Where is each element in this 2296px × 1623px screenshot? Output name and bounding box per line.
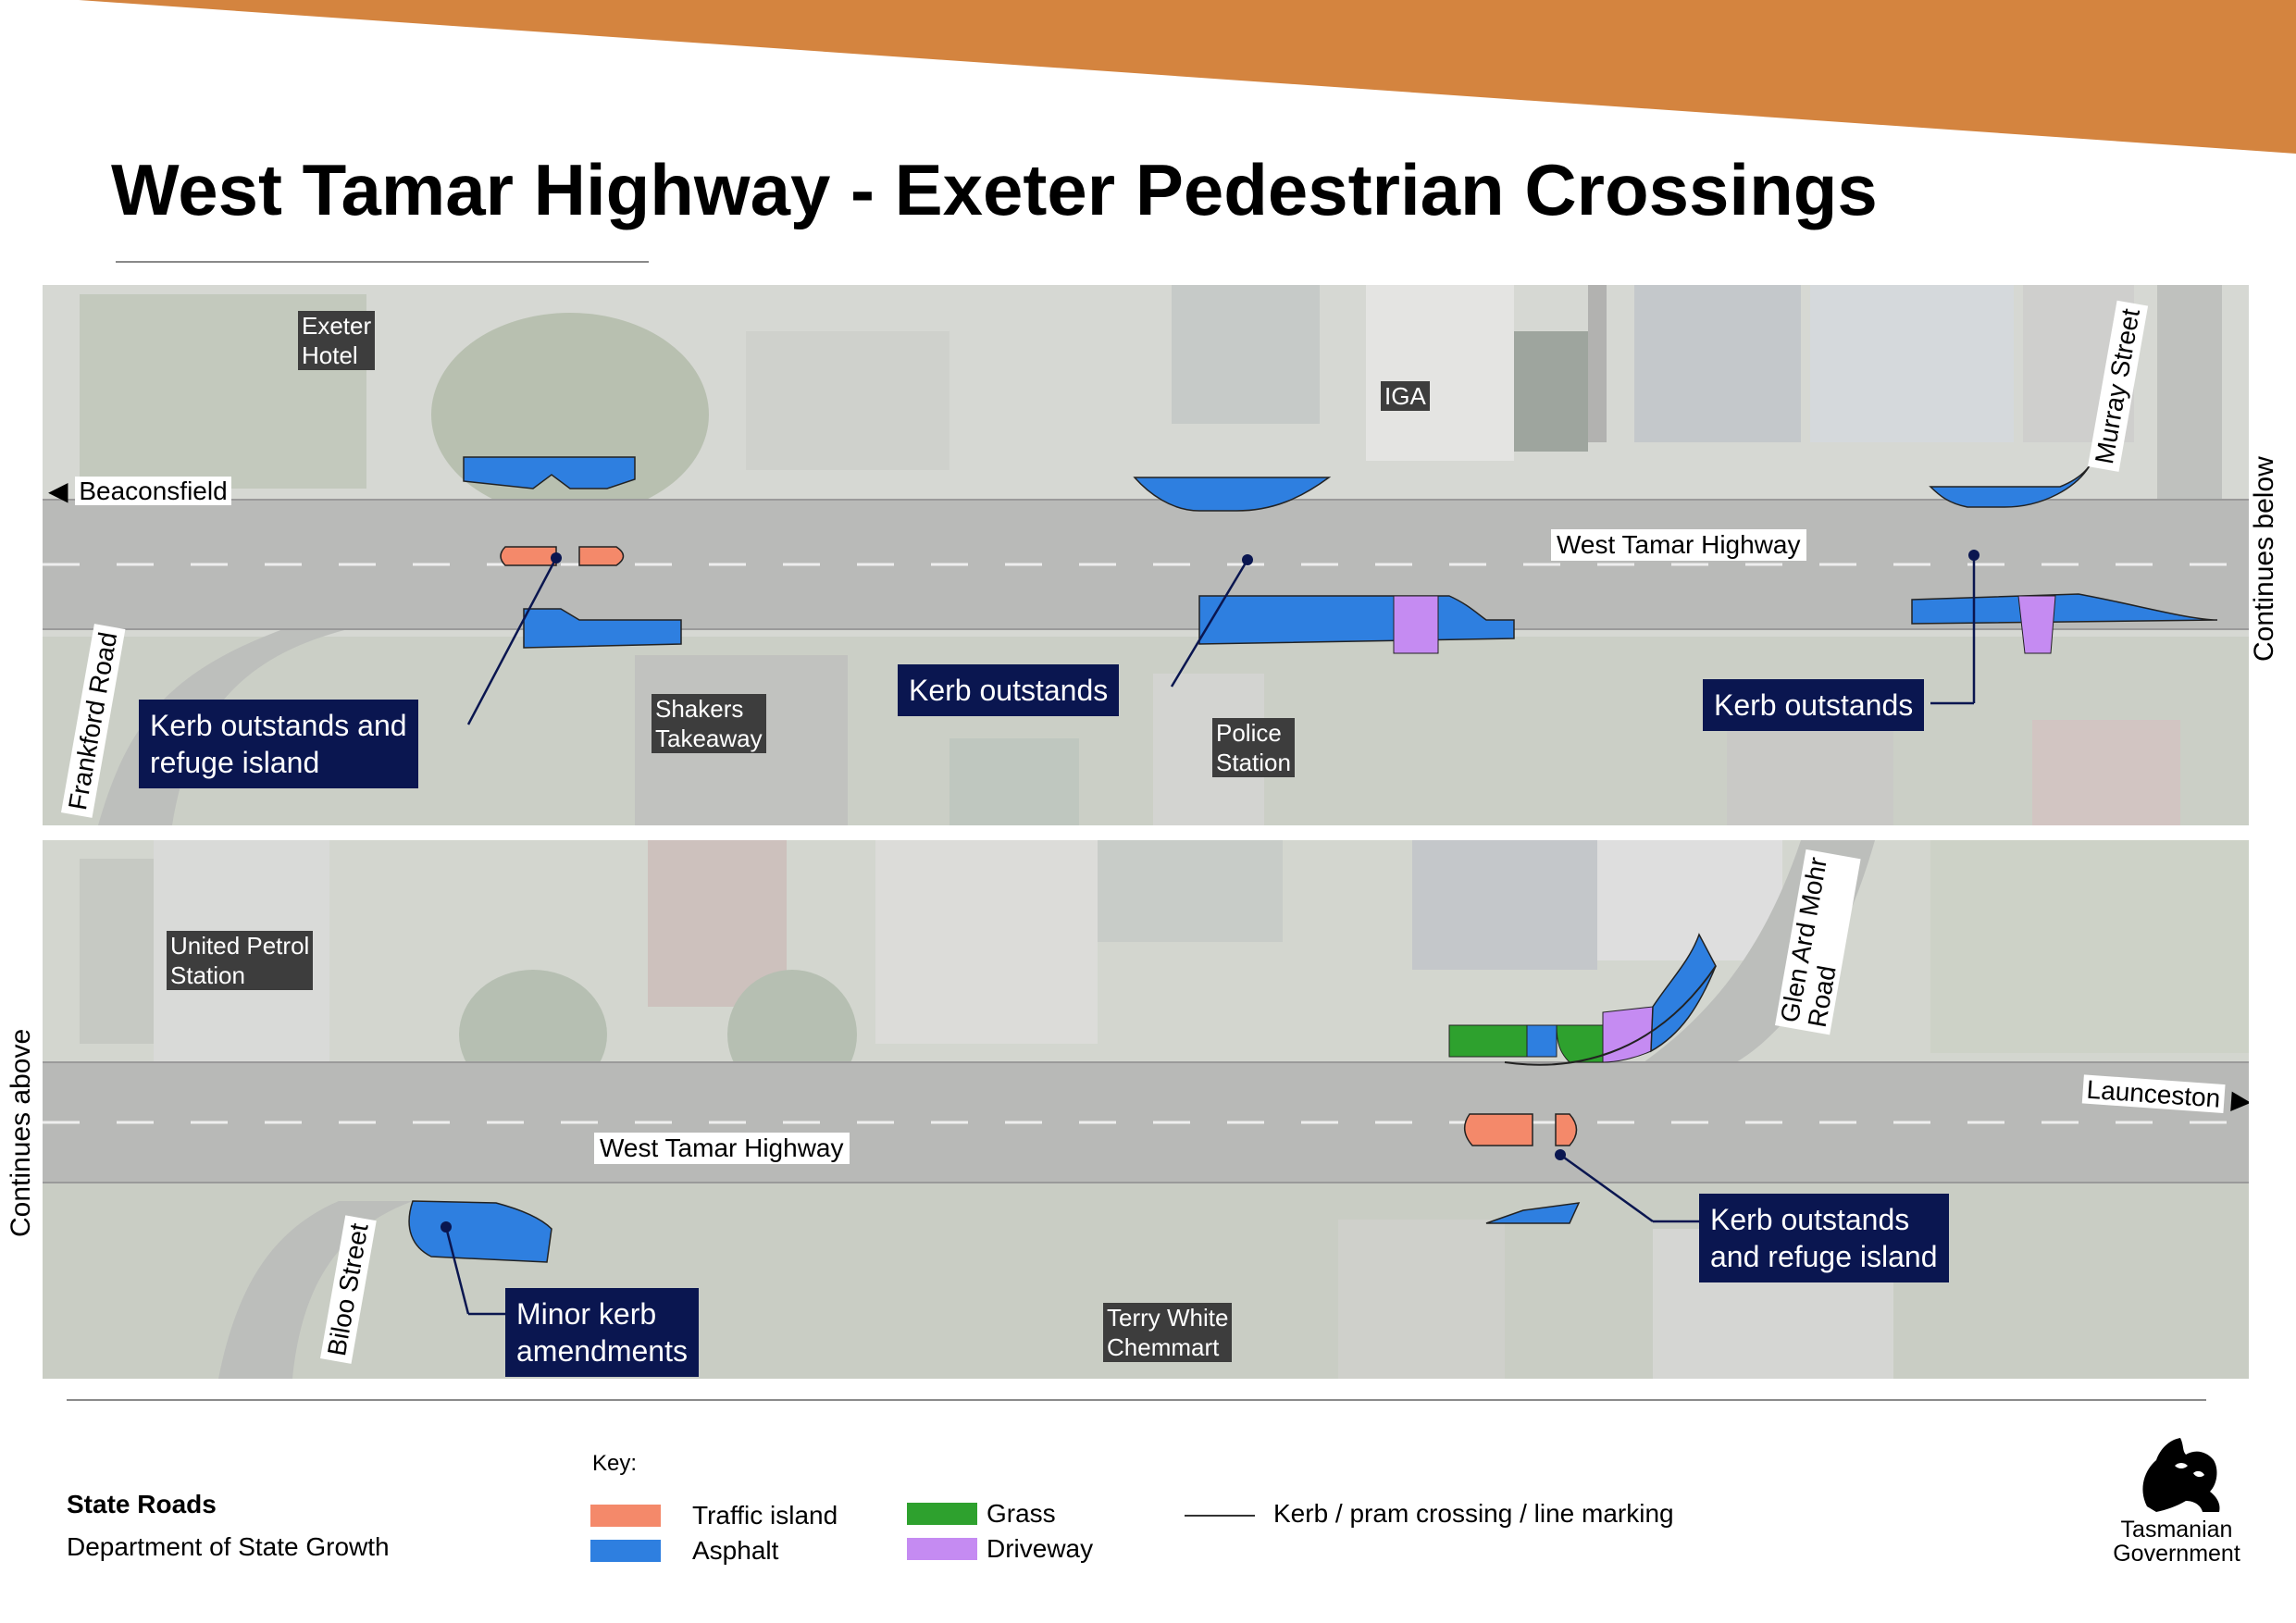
asphalt-outstand [1133, 477, 1332, 512]
iga-building [1366, 285, 1514, 461]
road-label-beaconsfield: ◀ Beaconsfield [43, 476, 237, 507]
key-label-traffic-island: Traffic island [692, 1501, 838, 1530]
road-label-west-tamar-highway-bottom: West Tamar Highway [594, 1133, 850, 1164]
asphalt-outstand [1929, 460, 2093, 508]
building [1634, 285, 1801, 442]
banner-shape [79, 0, 2296, 154]
murray-street-road [2157, 285, 2222, 507]
building [1172, 285, 1320, 424]
place-label-united-petrol-station: United Petrol Station [167, 931, 314, 990]
header-banner [79, 0, 2296, 154]
asphalt-outstand [1485, 1202, 1581, 1224]
road-label-west-tamar-highway-top: West Tamar Highway [1551, 529, 1806, 561]
asphalt-outstand [1526, 1024, 1558, 1058]
leader-line [444, 1226, 470, 1315]
building [1810, 285, 2014, 442]
key-label-grass: Grass [987, 1499, 1056, 1528]
traffic-island [1464, 1113, 1533, 1146]
map-panel-bottom: United Petrol Station Terry White Chemma… [43, 840, 2249, 1379]
building [80, 859, 154, 1044]
asphalt-outstand [463, 456, 636, 489]
key-label-kerb-line: Kerb / pram crossing / line marking [1273, 1499, 1674, 1528]
callout-kerb-outstands-middle: Kerb outstands [898, 664, 1120, 716]
building [1338, 1220, 1505, 1379]
building [1588, 285, 1607, 442]
key-swatch-asphalt [590, 1540, 661, 1562]
beaconsfield-label: Beaconsfield [75, 477, 231, 505]
callout-minor-kerb-amendments: Minor kerb amendments [505, 1288, 699, 1377]
traffic-island [500, 546, 557, 566]
highway-surface [43, 500, 2249, 629]
grass-area [1556, 1024, 1604, 1063]
car-park [746, 331, 949, 470]
callout-kerb-outstands-refuge-island: Kerb outstands and refuge island [139, 700, 418, 788]
place-label-shakers-takeaway: Shakers Takeaway [652, 694, 766, 753]
residential-block [1930, 840, 2249, 1053]
aerial-map-bottom [43, 840, 2249, 1379]
asphalt-outstand [523, 608, 682, 649]
building [1098, 840, 1283, 942]
continues-below-label: Continues below [2249, 456, 2279, 662]
key-line-kerb [1185, 1515, 1255, 1517]
key-title: Key: [592, 1451, 638, 1476]
kerb-line [1504, 965, 1717, 1066]
arrow-left-icon: ◀ [48, 477, 68, 505]
logo-text-tasmanian-government: Tasmanian Government [2113, 1517, 2240, 1567]
traffic-island [578, 546, 625, 566]
key-swatch-driveway [907, 1538, 977, 1560]
arrow-right-icon: ▶ [2229, 1084, 2249, 1116]
traffic-island [1555, 1113, 1578, 1146]
asphalt-outstand [408, 1200, 552, 1263]
page-title: West Tamar Highway - Exeter Pedestrian C… [111, 149, 1878, 230]
asphalt-outstand [1911, 593, 2218, 625]
title-underline [116, 261, 649, 263]
callout-kerb-outstands-refuge-island-bottom: Kerb outstands and refuge island [1699, 1194, 1949, 1282]
key-swatch-grass [907, 1503, 977, 1525]
map-panel-top: Exeter Hotel IGA Shakers Takeaway Police… [43, 285, 2249, 825]
callout-kerb-outstands-right: Kerb outstands [1703, 679, 1925, 731]
building [2032, 720, 2180, 825]
biloo-street-road [218, 1201, 413, 1379]
building [949, 738, 1079, 825]
grass-area [1448, 1024, 1528, 1058]
place-label-exeter-hotel: Exeter Hotel [298, 311, 376, 370]
key-swatch-traffic-island [590, 1505, 661, 1527]
highway-surface [43, 1062, 2249, 1183]
tasmanian-government-logo-icon [2142, 1438, 2220, 1512]
place-label-police-station: Police Station [1212, 718, 1295, 777]
building [1514, 331, 1588, 452]
building [1412, 840, 1597, 970]
car-park [875, 840, 1098, 1044]
driveway [1393, 595, 1439, 654]
leader-line [1170, 559, 1249, 688]
key-label-driveway: Driveway [987, 1534, 1094, 1563]
key-label-asphalt: Asphalt [692, 1536, 779, 1565]
footer-department: Department of State Growth [67, 1532, 390, 1561]
leader-line [1559, 1153, 1654, 1223]
place-label-iga: IGA [1381, 381, 1430, 411]
driveway [2017, 595, 2056, 654]
footer-state-roads: State Roads [67, 1490, 217, 1518]
leader-line [466, 557, 558, 725]
place-label-terry-white-chemmart: Terry White Chemmart [1103, 1303, 1233, 1362]
footer-divider [67, 1399, 2206, 1401]
continues-above-label: Continues above [6, 1028, 36, 1237]
car-park [1597, 840, 1782, 960]
